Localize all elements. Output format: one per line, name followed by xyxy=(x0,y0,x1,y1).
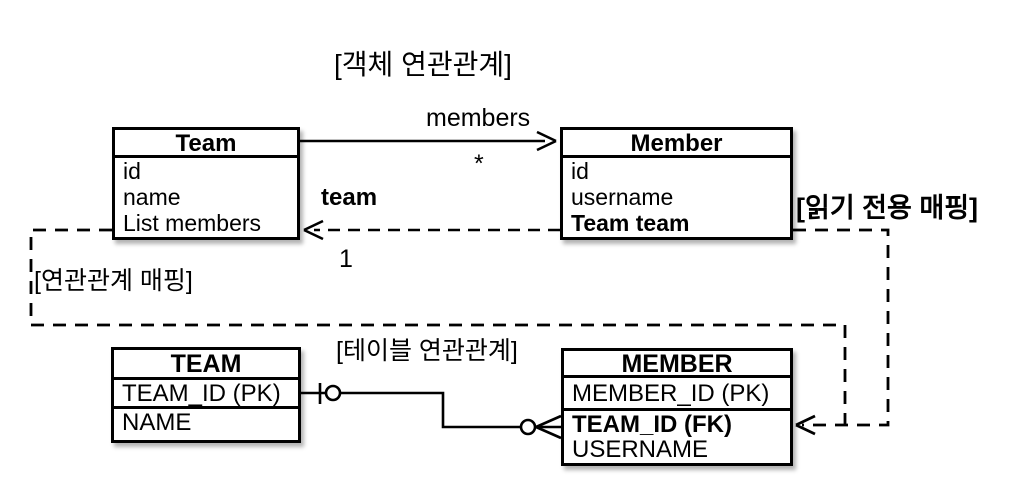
team-field-members: List members xyxy=(123,210,262,236)
open-arrowhead-icon xyxy=(303,219,324,241)
team-column-name: NAME xyxy=(122,409,192,436)
team-field-id: id xyxy=(123,158,141,184)
open-arrowhead-icon xyxy=(536,130,557,152)
member-column-username: USERNAME xyxy=(572,436,709,463)
member-field-username: username xyxy=(571,184,674,210)
readonly-mapping-label: [읽기 전용 매핑] xyxy=(796,193,979,223)
member-table-title: MEMBER xyxy=(564,351,790,378)
member-class-box: Member id username Team team xyxy=(560,127,793,240)
team-multiplicity: 1 xyxy=(339,245,353,273)
team-association-label: team xyxy=(321,184,378,211)
team-class-title: Team xyxy=(115,130,297,158)
team-table-box: TEAM TEAM_ID (PK) NAME xyxy=(111,347,301,443)
member-column-fk: TEAM_ID (FK) xyxy=(572,411,732,438)
table-section-title: [테이블 연관관계] xyxy=(336,337,518,365)
team-table-title: TEAM xyxy=(114,350,298,380)
table-relationship-connector xyxy=(301,383,562,440)
team-column-pk: TEAM_ID (PK) xyxy=(114,380,298,409)
members-multiplicity: * xyxy=(474,150,484,178)
optional-circle-notation-icon xyxy=(324,384,342,402)
readonly-mapping-dashed-path xyxy=(793,228,890,436)
members-association-arrow xyxy=(300,130,557,152)
member-table-box: MEMBER MEMBER_ID (PK) TEAM_ID (FK) USERN… xyxy=(561,348,793,466)
team-association-arrow xyxy=(303,219,560,241)
team-field-name: name xyxy=(123,184,181,210)
association-mapping-label: [연관관계 매핑] xyxy=(34,267,193,295)
object-section-title: [객체 연관관계] xyxy=(334,49,512,80)
members-association-label: members xyxy=(426,104,531,132)
member-column-pk: MEMBER_ID (PK) xyxy=(564,378,790,411)
crow-foot-many-notation-icon xyxy=(535,414,562,440)
team-class-box: Team id name List members xyxy=(112,127,300,240)
member-field-id: id xyxy=(571,158,589,184)
member-class-title: Member xyxy=(563,130,790,158)
association-mapping-dashed-path xyxy=(29,228,847,425)
open-arrowhead-icon xyxy=(795,414,816,436)
optional-circle-notation-icon xyxy=(519,418,537,436)
member-field-team: Team team xyxy=(571,210,690,236)
